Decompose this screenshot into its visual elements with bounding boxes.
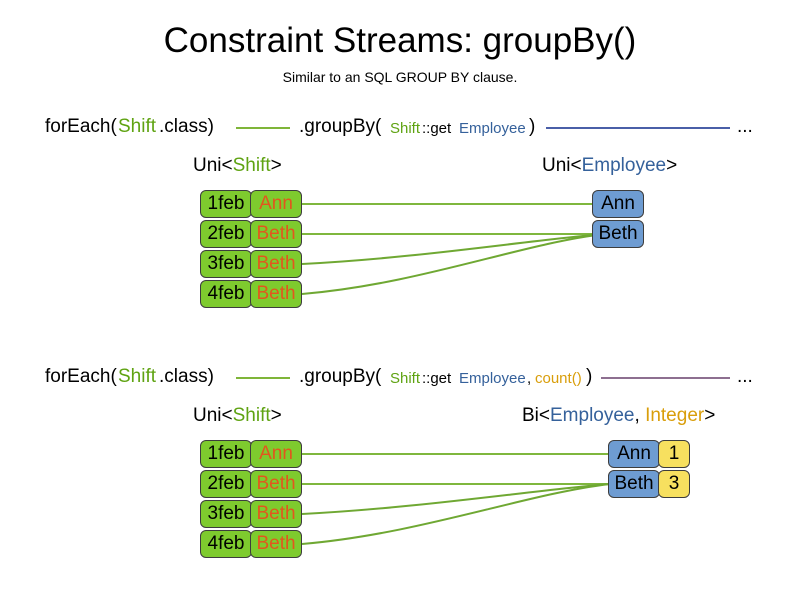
pipe-connector-green-2: [236, 377, 290, 379]
code-foreach-type: Shift: [118, 116, 157, 137]
link-line: [301, 483, 611, 515]
code-foreach-open: forEach(: [45, 116, 117, 137]
stream-type-suffix: >: [666, 155, 678, 176]
shift-date-cell: 3feb: [200, 250, 252, 278]
code-ellipsis-2: ...: [737, 366, 753, 387]
table-row[interactable]: 2feb Beth: [200, 220, 302, 248]
table-row[interactable]: Ann: [592, 190, 644, 218]
stream-type-generic: Employee: [550, 405, 635, 426]
shift-employee-cell: Beth: [250, 470, 302, 498]
table-row[interactable]: 3feb Beth: [200, 500, 302, 528]
code-mapper-type: Shift: [390, 370, 421, 387]
table-row[interactable]: 1feb Ann: [200, 190, 302, 218]
shift-date-cell: 1feb: [200, 190, 252, 218]
shift-date-cell: 4feb: [200, 280, 252, 308]
stream-type-prefix: Uni<: [542, 155, 582, 176]
stream-type-generic: Shift: [232, 155, 271, 176]
code-collector: count(): [535, 370, 582, 387]
table-row[interactable]: 1feb Ann: [200, 440, 302, 468]
table-row[interactable]: 3feb Beth: [200, 250, 302, 278]
shift-date-cell: 3feb: [200, 500, 252, 528]
code-groupby-close: ): [529, 116, 536, 137]
table-row[interactable]: Beth: [592, 220, 644, 248]
code-foreach-close: .class): [159, 116, 214, 137]
code-foreach-type: Shift: [118, 366, 157, 387]
code-mapper-prop: Employee: [459, 120, 526, 137]
code-mapper-type: Shift: [390, 120, 421, 137]
table-row[interactable]: 2feb Beth: [200, 470, 302, 498]
code-line-groupby-single: forEach( Shift .class) .groupBy( Shift :…: [0, 114, 800, 140]
table-row[interactable]: 4feb Beth: [200, 530, 302, 558]
page-subtitle: Similar to an SQL GROUP BY clause.: [282, 69, 518, 85]
shift-employee-cell: Beth: [250, 250, 302, 278]
stream-type-suffix: >: [704, 405, 716, 426]
stream-type-mid: ,: [634, 405, 646, 426]
code-collector-sep: ,: [527, 370, 532, 387]
shift-date-cell: 4feb: [200, 530, 252, 558]
count-cell: 3: [658, 470, 690, 498]
pipe-connector-blue-1: [546, 127, 730, 129]
stream-type-label-right-2: Bi<Employee, Integer>: [522, 404, 715, 428]
code-line-groupby-count: forEach( Shift .class) .groupBy( Shift :…: [0, 364, 800, 390]
pipe-connector-green-1: [236, 127, 290, 129]
stream-type-prefix: Uni<: [193, 405, 233, 426]
shift-employee-cell: Beth: [250, 500, 302, 528]
code-foreach-close: .class): [159, 366, 214, 387]
code-foreach-open: forEach(: [45, 366, 117, 387]
shift-employee-cell: Beth: [250, 530, 302, 558]
shift-date-cell: 2feb: [200, 220, 252, 248]
link-line: [301, 233, 605, 295]
stream-type-suffix: >: [270, 405, 282, 426]
stream-type-generic: Shift: [232, 405, 271, 426]
code-mapper-sep: ::get: [422, 120, 452, 137]
shift-date-cell: 1feb: [200, 440, 252, 468]
stream-type-label-left-1: Uni<Shift>: [193, 154, 282, 178]
code-ellipsis-1: ...: [737, 116, 753, 137]
shift-employee-cell: Ann: [250, 190, 302, 218]
stream-type-prefix: Bi<: [522, 405, 550, 426]
link-line: [301, 483, 611, 545]
code-mapper-sep: ::get: [422, 370, 452, 387]
stream-type-label-left-2: Uni<Shift>: [193, 404, 282, 428]
employee-cell: Beth: [592, 220, 644, 248]
stream-type-suffix: >: [270, 155, 282, 176]
employee-cell: Ann: [608, 440, 660, 468]
code-groupby-close: ): [586, 366, 593, 387]
employee-cell: Beth: [608, 470, 660, 498]
shift-employee-cell: Beth: [250, 220, 302, 248]
table-row[interactable]: Ann 1: [608, 440, 690, 468]
stream-type-generic: Employee: [581, 155, 667, 176]
shift-employee-cell: Beth: [250, 280, 302, 308]
table-row[interactable]: Beth 3: [608, 470, 690, 498]
employee-cell: Ann: [592, 190, 644, 218]
shift-date-cell: 2feb: [200, 470, 252, 498]
pipe-connector-purple-2: [601, 377, 730, 379]
link-line: [301, 233, 605, 265]
stream-type-prefix: Uni<: [193, 155, 233, 176]
stream-type-generic2: Integer: [645, 405, 705, 426]
shift-employee-cell: Ann: [250, 440, 302, 468]
count-cell: 1: [658, 440, 690, 468]
code-mapper-prop: Employee: [459, 370, 526, 387]
page-title: Constraint Streams: groupBy(): [163, 21, 637, 60]
code-groupby-open: .groupBy(: [299, 366, 382, 387]
stream-type-label-right-1: Uni<Employee>: [542, 154, 677, 178]
code-groupby-open: .groupBy(: [299, 116, 382, 137]
table-row[interactable]: 4feb Beth: [200, 280, 302, 308]
